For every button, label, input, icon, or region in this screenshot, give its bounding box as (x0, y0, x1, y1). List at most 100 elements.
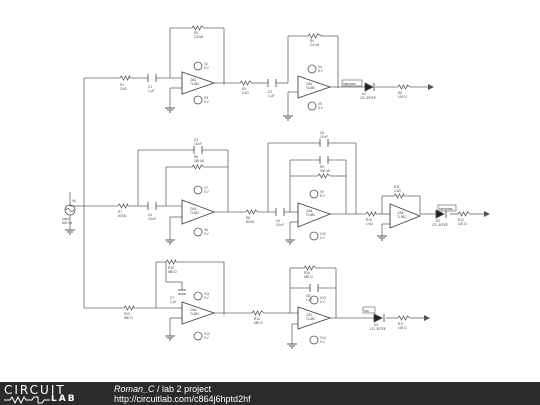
label: 300 kΩ (320, 169, 331, 173)
footer-bar: CIRCUIT LAB Roman_C / lab 2 project http… (0, 382, 540, 405)
label: 5 V (204, 66, 210, 70)
label: V5 (318, 102, 322, 106)
author-name[interactable]: Roman_C (114, 384, 155, 394)
label: 180 kΩ (194, 159, 205, 163)
resistors (117, 25, 471, 321)
component-labels: V6 none 600 Hz R1 2 kΩ C1 1 μF R2 2.8 kΩ… (62, 31, 467, 344)
label: 1 μF (148, 89, 154, 93)
label: R15 (254, 317, 260, 321)
label: D2 (436, 219, 440, 223)
label: 1 μF (170, 300, 176, 304)
project-url-link[interactable]: http://circuitlab.com/c864j6hptd2hf (114, 394, 251, 404)
label: LTL-307EE (370, 327, 386, 331)
label: R17 (398, 322, 404, 326)
label: C2 (268, 90, 272, 94)
circuitlab-logo[interactable]: CIRCUIT LAB (4, 383, 98, 404)
op-amps (181, 71, 422, 330)
label: OA1 (190, 78, 197, 82)
label: R13 (124, 312, 130, 316)
label: 100 Ω (398, 95, 407, 99)
label: 1 μF (268, 94, 274, 98)
label: V8 (204, 228, 208, 232)
label: 5 V (318, 69, 324, 73)
label: D3 (374, 323, 378, 327)
circuit-schematic: V6 none 600 Hz R1 2 kΩ C1 1 μF R2 2.8 kΩ… (62, 25, 490, 349)
label: OA2 (306, 82, 313, 86)
label: V13 (320, 296, 326, 300)
label: 100 Ω (458, 222, 467, 226)
label: OA5 (397, 211, 404, 215)
label: R10 (366, 218, 372, 222)
voltage-sources (193, 61, 319, 345)
label: TL081 (190, 312, 199, 316)
label: 15 nF (148, 217, 156, 221)
wires (69, 27, 484, 344)
label: 2.6 kΩ (310, 43, 320, 47)
label: C1 (148, 85, 152, 89)
label: V11 (204, 292, 210, 296)
label: 5 V (204, 232, 210, 236)
label: C4 (148, 213, 152, 217)
ground-symbols (64, 107, 388, 349)
label: 680 Ω (168, 270, 177, 274)
label: R14 (168, 266, 174, 270)
label: 680 Ω (254, 321, 263, 325)
label: TL081 (397, 215, 406, 219)
logo-text-circuit: CIRCUIT (4, 383, 66, 397)
schematic-canvas[interactable]: V6 none 600 Hz R1 2 kΩ C1 1 μF R2 2.8 kΩ… (0, 0, 540, 382)
label: 5 V (204, 336, 210, 340)
label: 5 V (204, 100, 210, 104)
label: TL081 (190, 211, 199, 215)
label: R6 (194, 155, 198, 159)
label: 5 V (204, 296, 210, 300)
label: V9 (320, 190, 324, 194)
net-tags (341, 79, 457, 314)
byline-separator: / (154, 384, 163, 394)
label: R11 (394, 185, 400, 189)
label: 5 V (320, 340, 326, 344)
label: 5 V (318, 106, 324, 110)
label: LTL-307EE (432, 223, 448, 227)
label: R9 (320, 165, 324, 169)
label: 15 nF (276, 223, 284, 227)
label: none (62, 217, 69, 221)
label: R16 (304, 271, 310, 275)
label: 5 V (320, 236, 326, 240)
label: OA6 (190, 308, 197, 312)
label: 680 Ω (304, 275, 313, 279)
label: V3 (204, 96, 208, 100)
net-tag-label: low (364, 309, 369, 313)
net-tag-label: highpass (343, 82, 356, 86)
label: R2 (194, 31, 198, 35)
label: TL081 (306, 213, 315, 217)
label: C8 (306, 294, 310, 298)
label: 1 kΩ (366, 222, 373, 226)
label: 2 kΩ (242, 91, 249, 95)
label: 600 Hz (62, 221, 73, 225)
project-byline: Roman_C / lab 2 project (114, 384, 251, 394)
label: 5 V (204, 190, 210, 194)
logo-waveform-icon (4, 396, 50, 404)
label: R8 (246, 216, 250, 220)
label: OA7 (306, 313, 313, 317)
label: 15 nF (320, 135, 328, 139)
label: V12 (204, 332, 210, 336)
label: LTL-307EE (360, 96, 376, 100)
project-title[interactable]: lab 2 project (162, 384, 212, 394)
label: R1 (120, 83, 124, 87)
led-icons (364, 82, 447, 323)
label: 2 kΩ (120, 87, 127, 91)
label: 2.8 kΩ (194, 35, 204, 39)
label: V2 (204, 62, 208, 66)
label: R7 (118, 210, 122, 214)
label: V7 (204, 186, 208, 190)
label: 100 Ω (398, 326, 407, 330)
label: C3 (194, 138, 198, 142)
label: R4 (310, 39, 314, 43)
output-arrow-icons (424, 84, 490, 321)
label: TL081 (190, 82, 199, 86)
label: TL081 (306, 86, 315, 90)
label: C7 (170, 296, 174, 300)
label: OA3 (190, 207, 197, 211)
label: 5 V (320, 194, 326, 198)
